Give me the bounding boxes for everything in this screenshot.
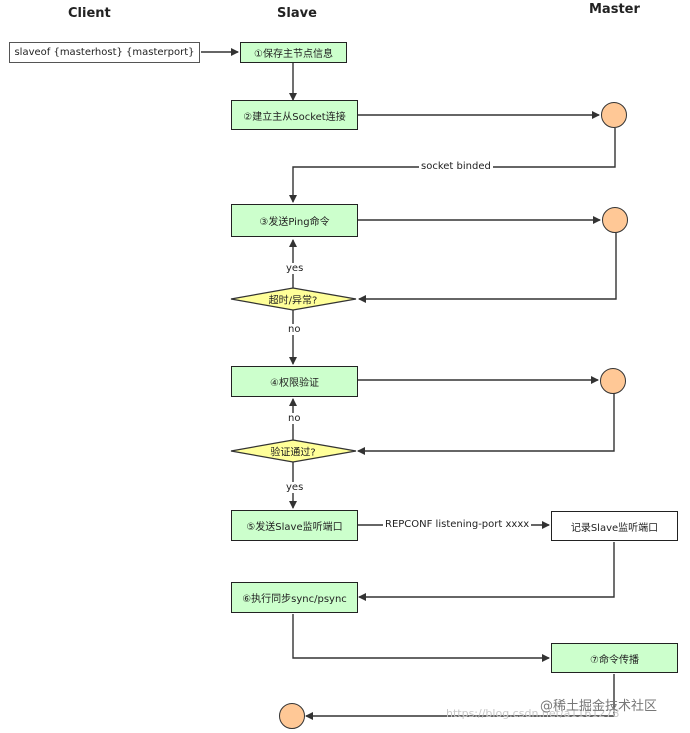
master-column-header: Master xyxy=(589,2,640,17)
master-node-3 xyxy=(600,368,626,394)
end-node xyxy=(279,703,305,729)
step-sync: ⑥执行同步sync/psync xyxy=(231,582,358,613)
decision-auth-pass xyxy=(230,439,357,463)
slave-column-header: Slave xyxy=(277,6,317,21)
watermark-url: https://blog.csdn.net/a1161278 xyxy=(446,707,620,720)
edge-ping-response xyxy=(358,233,617,303)
master-node-1 xyxy=(601,102,627,128)
step-command-propagation: ⑦命令传播 xyxy=(551,643,678,673)
master-node-2 xyxy=(602,207,628,233)
edge-propagate-to-end xyxy=(305,674,615,720)
client-column-header: Client xyxy=(68,6,111,21)
edge-record-to-sync xyxy=(358,542,615,601)
label-yes-auth: yes xyxy=(284,482,306,493)
step-send-slave-port: ⑤发送Slave监听端口 xyxy=(231,510,358,541)
decision-auth-pass-label: 验证通过? xyxy=(270,447,316,459)
label-replconf: REPCONF listening-port xxxx xyxy=(383,519,532,530)
master-record-slave-port: 记录Slave监听端口 xyxy=(551,511,678,541)
decision-timeout-label: 超时/异常? xyxy=(268,295,318,307)
step-send-ping: ③发送Ping命令 xyxy=(231,204,358,237)
label-socket-binded: socket binded xyxy=(419,161,493,172)
step-socket-connect: ②建立主从Socket连接 xyxy=(231,100,358,130)
label-yes-timeout: yes xyxy=(284,263,306,274)
label-no-timeout: no xyxy=(286,324,303,335)
edge-sync-to-propagate xyxy=(292,614,550,662)
watermark-site: @稀土掘金技术社区 xyxy=(540,699,658,714)
edge-auth-response xyxy=(357,393,615,455)
label-no-auth: no xyxy=(286,413,303,424)
step-auth: ④权限验证 xyxy=(231,366,358,397)
decision-timeout xyxy=(230,287,357,311)
step-save-master-info: ①保存主节点信息 xyxy=(240,42,347,63)
client-slaveof-command: slaveof {masterhost} {masterport} xyxy=(9,42,200,63)
